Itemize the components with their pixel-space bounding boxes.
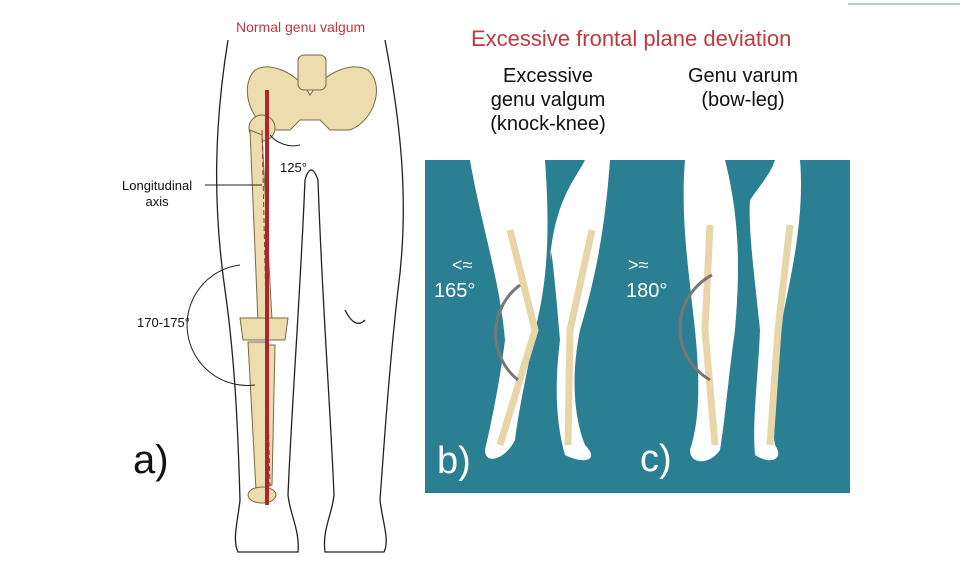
panel-c-line1: Genu varum xyxy=(687,65,799,87)
panel-b-letter: b) xyxy=(437,440,471,482)
knee-angle-label: 170-175° xyxy=(137,315,190,330)
axis-label-line1: Longitudinal xyxy=(122,178,193,193)
right-title: Excessive frontal plane deviation xyxy=(471,26,792,51)
longitudinal-axis-label: Longitudinal axis xyxy=(122,178,192,210)
angle-arc-c xyxy=(678,273,713,382)
panel-b-line2: genu valgum xyxy=(490,89,606,111)
panel-b-heading: Excessive genu valgum (knock-knee) xyxy=(478,64,618,136)
pelvis xyxy=(246,54,377,131)
panel-b-symbol: <≈ xyxy=(452,255,473,275)
panel-b-line3: (knock-knee) xyxy=(490,113,606,135)
panel-c-heading: Genu varum (bow-leg) xyxy=(678,64,808,112)
hip-angle-arc xyxy=(269,134,301,147)
hip-angle-label: 125° xyxy=(280,160,307,175)
panel-a-letter: a) xyxy=(133,438,169,482)
panel-c-angle: 180° xyxy=(626,280,668,302)
body-outline xyxy=(215,39,404,553)
mechanical-axis-line xyxy=(261,129,271,491)
axis-label-line2: axis xyxy=(145,194,169,209)
panel-c-line2: (bow-leg) xyxy=(701,89,785,111)
panel-b-angle: 165° xyxy=(434,280,476,302)
panel-a-title: Normal genu valgum xyxy=(236,19,366,35)
panel-c-symbol: >≈ xyxy=(628,255,649,275)
legs-b xyxy=(470,160,610,461)
bone-lines xyxy=(496,224,794,447)
panel-b-line1: Excessive xyxy=(502,65,594,87)
panel-c-letter: c) xyxy=(640,438,672,480)
angle-arc-b xyxy=(494,283,521,382)
knee-angle-arc xyxy=(186,264,256,386)
